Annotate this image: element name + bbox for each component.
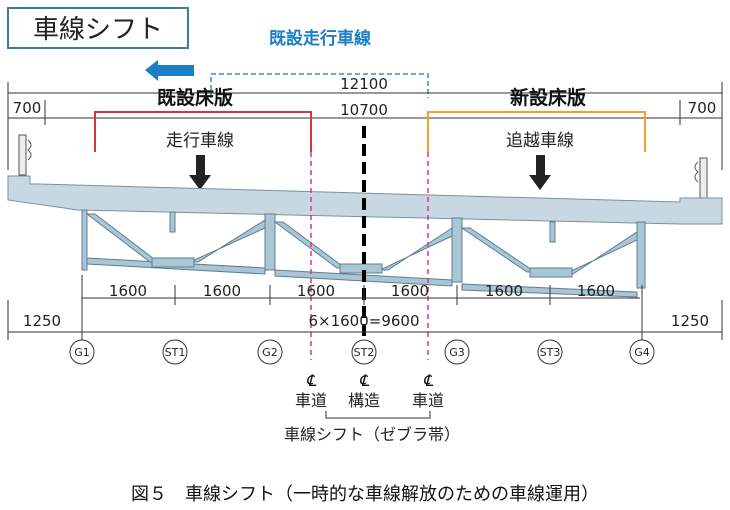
span-dim: 1600 [577,282,615,300]
driving-lane-arrow-icon [189,155,211,190]
shift-label: 車線シフト（ゼブラ帯） [284,425,460,444]
left-railing-icon [18,134,32,176]
steel-truss [81,209,646,298]
girder-marker [162,339,188,365]
span-dim: 1600 [203,282,241,300]
driving-lane-label: 走行車線 [166,131,234,151]
shift-left-arrow-icon [145,60,194,81]
right-railing-icon [694,157,708,199]
dim-total: 12100 [340,75,388,93]
structure-center-label: 構造 [348,391,380,410]
girder-marker [537,339,563,365]
total-span-dim: 6×1600=9600 [308,312,419,330]
passing-lane-arrow-icon [529,155,551,190]
new-slab-label: 新設床版 [510,86,586,109]
existing-lane-label: 既設走行車線 [269,28,371,49]
girder-label: ST2 [354,346,375,359]
shift-bracket [325,411,431,419]
new-slab-bracket [427,111,646,152]
girder-label: ST3 [540,346,561,359]
girder-marker [257,339,283,365]
roadway-center-left-label: 車道 [295,391,327,410]
girder-label: G4 [634,346,650,359]
centerline-symbol-icon: ℄ [423,371,434,390]
figure-caption: 図５ 車線シフト（一時的な車線解放のための車線運用） [131,484,599,505]
girder-label: G1 [74,346,90,359]
girder-label: G3 [449,346,465,359]
dim-inner: 10700 [340,101,388,119]
girder-marker [351,339,377,365]
centerline-symbol-icon: ℄ [359,371,370,390]
dim-left-edge: 700 [13,99,42,117]
girder-marker [629,339,655,365]
left-overhang-dim: 1250 [23,312,61,330]
span-dim: 1600 [297,282,335,300]
existing-slab-label: 既設床版 [157,86,233,109]
roadway-center-right-label: 車道 [412,391,444,410]
girder-label: G2 [262,346,278,359]
existing-slab-bracket [94,111,312,152]
span-dim: 1600 [391,282,429,300]
span-dim: 1600 [485,282,523,300]
girder-label: ST1 [165,346,186,359]
right-overhang-dim: 1250 [671,312,709,330]
span-dim: 1600 [109,282,147,300]
dim-right-edge: 700 [688,99,717,117]
passing-lane-label: 追越車線 [506,131,574,151]
span-dimension-lines [7,275,723,340]
title-box [7,7,189,49]
centerline-symbol-icon: ℄ [306,371,317,390]
girder-marker [69,339,95,365]
girder-marker [444,339,470,365]
existing-lane-outline [210,73,429,98]
diagram-title: 車線シフト [33,15,163,45]
